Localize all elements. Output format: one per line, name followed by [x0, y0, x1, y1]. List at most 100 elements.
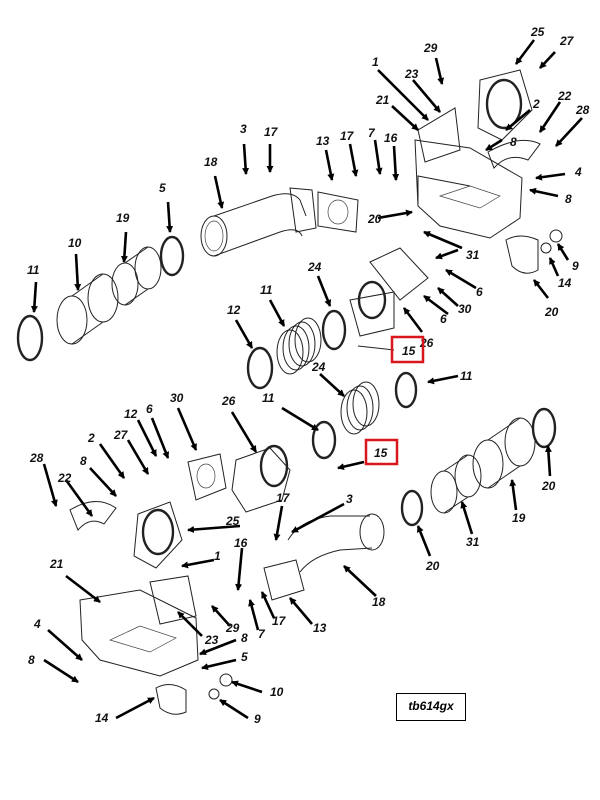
sleeve-part: [111, 246, 162, 306]
callout-label: 29: [225, 621, 240, 635]
callout-label: 11: [262, 391, 275, 405]
callout-label: 24: [307, 260, 322, 274]
callout-label: 16: [384, 131, 398, 145]
callout-label: 14: [558, 276, 572, 290]
callout-label: 22: [57, 471, 72, 485]
callout-arrows: [30, 39, 583, 720]
nut-part: [549, 229, 563, 243]
callout-label: 9: [572, 259, 579, 273]
plate-part: [417, 107, 461, 163]
callout-label: 26: [221, 394, 236, 408]
callout-label: 30: [170, 391, 184, 405]
highlight-box-upper: [390, 335, 425, 364]
callout-label: 23: [204, 633, 219, 647]
callout-label: 7: [258, 627, 266, 641]
callout-label: 31: [466, 535, 480, 549]
callout-label: 30: [458, 302, 472, 316]
callout-label: 3: [346, 492, 353, 506]
sleeve-part: [56, 273, 119, 345]
plate-part: [149, 575, 197, 625]
flange-part: [289, 187, 317, 233]
callout-label: 2: [532, 97, 540, 111]
adapter-part: [349, 247, 429, 337]
highlight-box-lower: [364, 438, 399, 466]
callout-label: 6: [440, 312, 447, 326]
clip-part: [487, 139, 541, 169]
callout-label: 1: [372, 55, 379, 69]
callout-label: 19: [116, 211, 130, 225]
callout-label: 28: [29, 451, 44, 465]
callout-label: 11: [27, 263, 40, 277]
clamp-part: [159, 235, 185, 277]
callout-labels: 1 23 29 25 27 21 2 22 28 3 17 13 17 7 16…: [27, 25, 590, 726]
lower-assembly: [69, 371, 557, 715]
callout-label: 29: [423, 41, 438, 55]
callout-label: 20: [541, 479, 556, 493]
callout-label: 2: [87, 431, 95, 445]
callout-label: 4: [33, 617, 41, 631]
callout-label: 11: [460, 369, 473, 383]
clamp-part: [311, 420, 337, 460]
callout-label: 12: [124, 407, 138, 421]
nut-part: [219, 673, 233, 687]
gasket-part: [317, 191, 359, 233]
callout-label: 7: [368, 126, 376, 140]
callout-label: 9: [254, 712, 261, 726]
clamp-part: [246, 346, 274, 390]
callout-label: 17: [272, 614, 287, 628]
gasket-part: [187, 453, 227, 501]
gasket-part: [263, 559, 305, 601]
callout-label: 23: [404, 67, 419, 81]
bracket-part: [79, 589, 199, 677]
clamp-half-part: [505, 235, 539, 274]
figure-id-box: tb614gx: [396, 693, 466, 721]
callout-label: 18: [204, 155, 218, 169]
clamp-part: [531, 407, 557, 449]
callout-label: 13: [316, 134, 330, 148]
clamp-part: [394, 371, 418, 409]
callout-label: 21: [375, 93, 390, 107]
bolt-part: [357, 345, 395, 351]
bellows-part: [340, 381, 380, 435]
callout-label: 17: [276, 491, 291, 505]
callout-label: 8: [241, 631, 248, 645]
callout-label: 8: [80, 454, 87, 468]
callout-label: 10: [68, 236, 82, 250]
clamp-part: [400, 489, 424, 527]
callout-label: 6: [146, 402, 153, 416]
washer-part: [208, 688, 220, 700]
callout-label: 13: [313, 621, 327, 635]
clip-part: [69, 501, 117, 531]
callout-label: 25: [530, 25, 545, 39]
callout-label: 14: [95, 711, 109, 725]
callout-label: 17: [264, 125, 279, 139]
callout-label: 1: [214, 549, 221, 563]
clamp-half-part: [155, 684, 187, 715]
pipe-part: [287, 513, 385, 573]
washer-part: [540, 242, 552, 254]
adapter-part: [231, 444, 291, 513]
callout-label: 11: [260, 283, 273, 297]
flange-part: [477, 69, 533, 141]
callout-label: 6: [476, 285, 483, 299]
callout-label-highlighted: 15: [374, 446, 388, 460]
callout-label: 22: [557, 89, 572, 103]
callout-label: 17: [340, 129, 355, 143]
callout-label: 10: [270, 685, 284, 699]
callout-label: 3: [240, 122, 247, 136]
callout-label: 25: [225, 514, 240, 528]
callout-label: 20: [425, 559, 440, 573]
bracket-part: [414, 139, 523, 239]
bellows-part: [276, 317, 322, 375]
callout-label: 8: [510, 135, 517, 149]
callout-label: 31: [466, 248, 480, 262]
callout-label: 5: [159, 181, 166, 195]
callout-label: 27: [559, 34, 575, 48]
clamp-part: [16, 314, 44, 362]
callout-label: 27: [113, 428, 129, 442]
callout-label: 16: [234, 536, 248, 550]
callout-label: 24: [311, 360, 326, 374]
sleeve-part: [430, 454, 482, 514]
callout-label: 20: [544, 305, 559, 319]
